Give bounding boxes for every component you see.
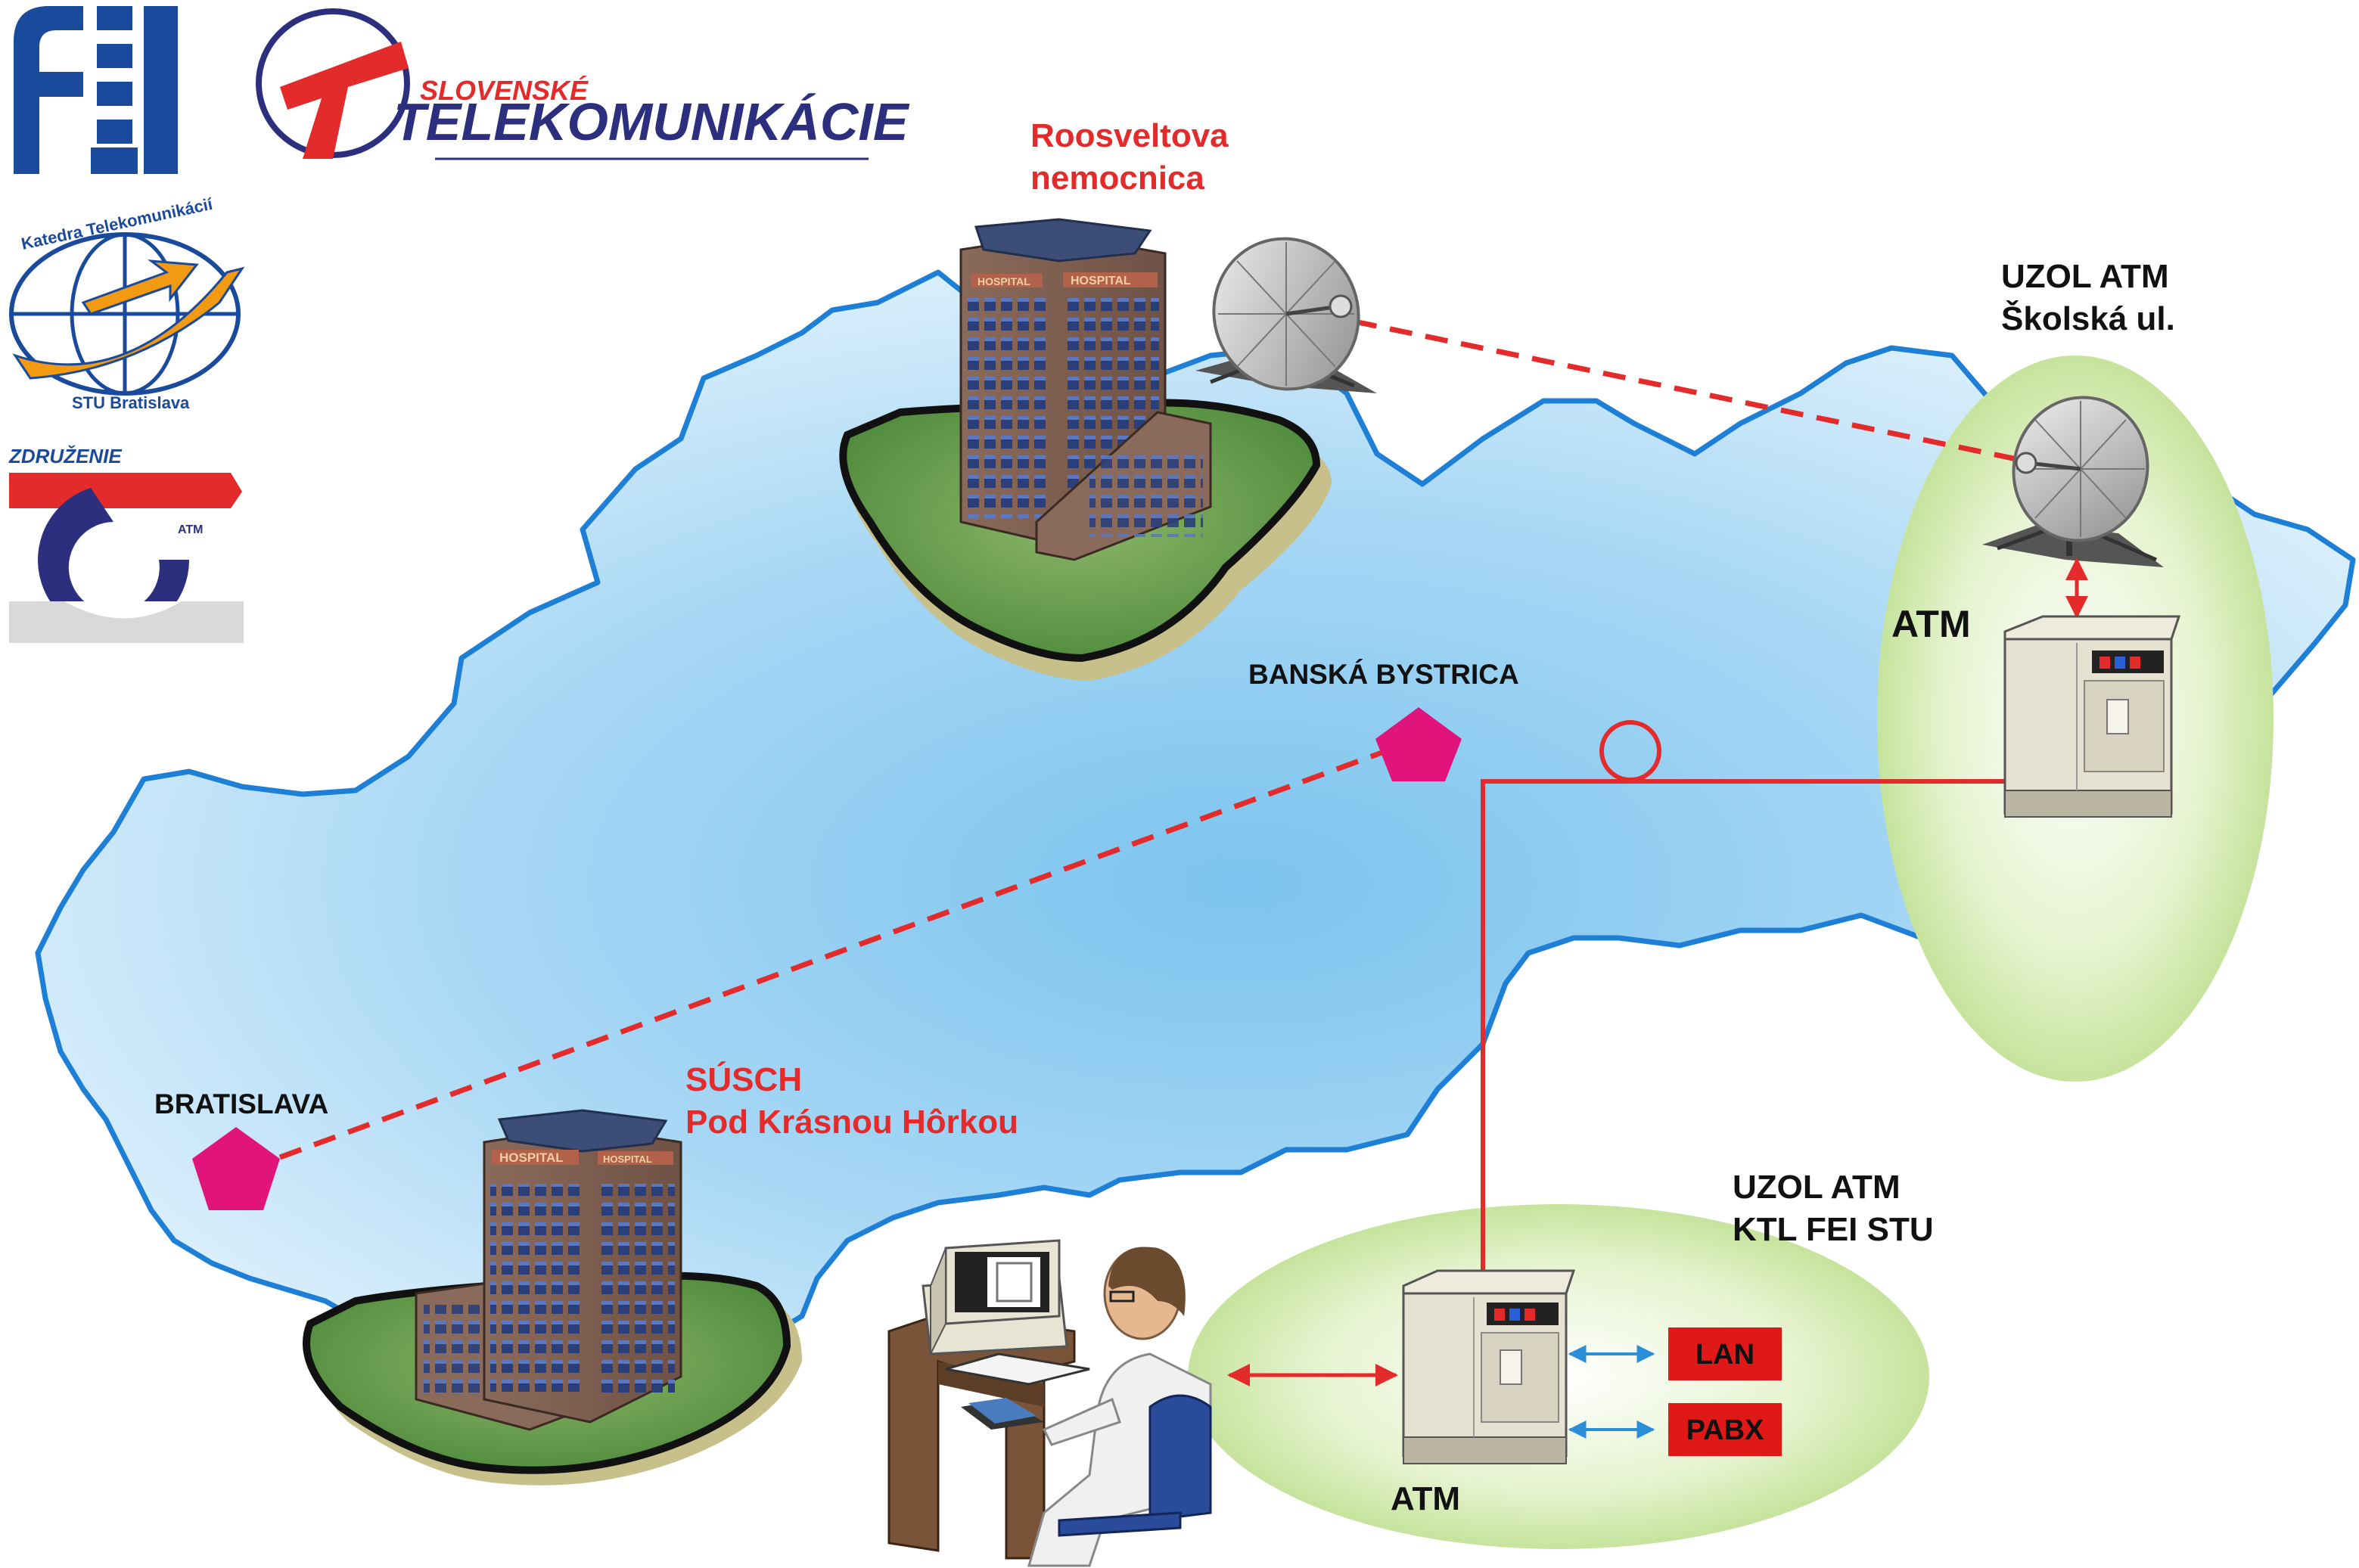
satellite-dish-roosveltova bbox=[1195, 237, 1377, 393]
label-atm-skolska: ATM bbox=[1891, 603, 1971, 645]
label-susch-1: SÚSCH bbox=[685, 1060, 802, 1098]
link-bratislava-banska bbox=[278, 746, 1394, 1160]
zdruzenie-logo-atm: ATM bbox=[178, 523, 203, 536]
fiber-loop bbox=[1599, 720, 1661, 782]
node-banska-bystrica bbox=[1375, 707, 1462, 781]
st-logo: SLOVENSKÉ TELEKOMUNIKÁCIE bbox=[256, 8, 910, 160]
operator-workstation bbox=[887, 1239, 1212, 1567]
st-logo-bottom: TELEKOMUNIKÁCIE bbox=[393, 92, 910, 151]
label-roosveltova-2: nemocnica bbox=[1030, 160, 1204, 197]
hospital-sign: HOSPITAL bbox=[1071, 275, 1131, 287]
hospital-susch: HOSPITAL HOSPITAL bbox=[303, 1109, 802, 1486]
ktl-logo: Katedra Telekomunikácií STU Bratislava bbox=[9, 194, 245, 412]
label-atm-ktl: ATM bbox=[1391, 1480, 1460, 1517]
label-uzol-ktl-2: KTL FEI STU bbox=[1733, 1211, 1934, 1248]
label-uzol-skolska-2: Školská ul. bbox=[2001, 299, 2175, 337]
zdruzenie-logo-text: ZDRUŽENIE bbox=[8, 445, 122, 467]
fei-logo-text: fei bbox=[8, 188, 10, 190]
label-uzol-skolska-1: UZOL ATM bbox=[2001, 258, 2169, 295]
hospital-sign: HOSPITAL bbox=[499, 1150, 564, 1165]
hospital-roosveltova: HOSPITAL HOSPITAL bbox=[839, 218, 1332, 681]
pabx-label: PABX bbox=[1686, 1414, 1764, 1446]
st-logo-top: SLOVENSKÉ bbox=[420, 75, 589, 106]
lan-box bbox=[1668, 1327, 1782, 1380]
fei-logo: fei bbox=[8, 6, 178, 190]
label-uzol-ktl-1: UZOL ATM bbox=[1733, 1169, 1901, 1206]
zdruzenie-atm-logo: ZDRUŽENIE ATM bbox=[8, 445, 244, 643]
pabx-box bbox=[1668, 1403, 1782, 1456]
fiber-link bbox=[1481, 779, 2005, 1278]
hospital-sign: HOSPITAL bbox=[977, 275, 1030, 287]
atm-switch-ktl bbox=[1402, 1269, 1576, 1464]
radio-link-roosveltova bbox=[1354, 318, 2028, 464]
satellite-dish-skolska bbox=[1982, 396, 2164, 567]
label-roosveltova-1: Roosveltova bbox=[1030, 117, 1229, 154]
ktl-logo-bottom: STU Bratislava bbox=[72, 393, 190, 412]
node-bratislava bbox=[192, 1127, 280, 1210]
label-bratislava: BRATISLAVA bbox=[154, 1088, 328, 1119]
atm-switch-skolska bbox=[2003, 615, 2181, 818]
lan-label: LAN bbox=[1695, 1339, 1754, 1371]
label-banska-bystrica: BANSKÁ BYSTRICA bbox=[1248, 659, 1519, 690]
hospital-sign: HOSPITAL bbox=[603, 1153, 652, 1165]
label-susch-2: Pod Krásnou Hôrkou bbox=[685, 1104, 1018, 1141]
